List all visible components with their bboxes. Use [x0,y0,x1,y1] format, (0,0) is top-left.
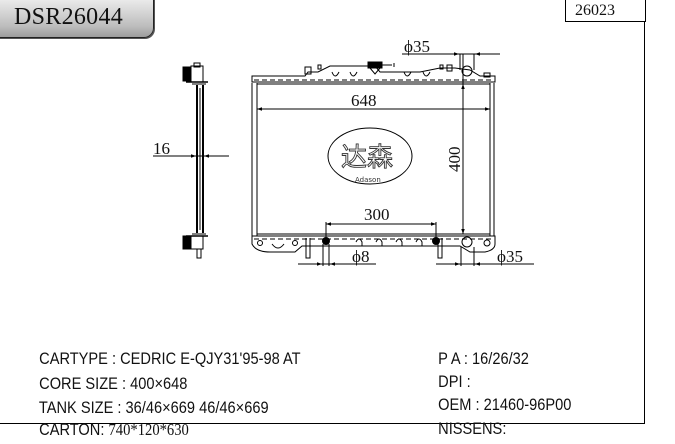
spec-tank-size: TANK SIZE : 36/46×669 46/46×669 [31,378,269,418]
dim-outlet-diameter: ϕ35 [497,247,523,266]
spec-oem: OEM : 21460-96P00 [430,375,571,415]
spec-cartype-label: CARTYPE : [39,349,121,368]
dim-inlet-diameter: ϕ35 [404,37,430,56]
frame-right-border [644,21,645,423]
spec-pa-value: 16/26/32 [472,349,529,368]
spec-carton-label: CARTON: [39,420,109,439]
dim-core-height: 400 [445,147,464,173]
logo-chinese-text: 达森 [341,143,393,173]
spec-oem-value: 21460-96P00 [483,395,572,414]
logo-english-text: Adason [355,176,381,184]
spec-tank-size-value: 36/46×669 46/46×669 [125,398,269,417]
spec-pa: P A : 16/26/32 [430,329,529,369]
spec-oem-label: OEM : [438,395,484,414]
spec-core-size-label: CORE SIZE : [39,374,131,393]
reference-code-box [565,0,646,22]
frame-bottom-border [0,423,645,424]
spec-cartype: CARTYPE : CEDRIC E-QJY31'95-98 AT [31,329,301,369]
spec-nissens-label: NISSENS: [438,419,511,438]
spec-tank-size-label: TANK SIZE : [38,398,126,417]
spec-nissens: NISSENS: [430,399,510,439]
spec-cartype-value: CEDRIC E-QJY31'95-98 AT [120,349,301,368]
model-code-badge [0,0,154,38]
dim-mount-spacing: 300 [364,205,390,224]
spec-core-size-value: 400×648 [130,374,188,393]
model-code: DSR26044 [14,4,124,30]
dim-thickness: 16 [153,139,170,158]
side-view [153,62,229,259]
spec-dpi: DPI : [430,352,475,392]
dim-core-width: 648 [351,91,377,110]
front-view [251,52,534,266]
spec-dpi-label: DPI : [438,372,475,391]
spec-core-size: CORE SIZE : 400×648 [31,354,187,394]
reference-code: 26023 [575,2,615,19]
dim-oil-cooler-diameter: ϕ8 [352,247,369,266]
spec-carton: CARTON: 740*120*630 [31,400,189,440]
spec-carton-value: 740*120*630 [108,420,189,439]
spec-pa-label: P A : [438,349,473,368]
